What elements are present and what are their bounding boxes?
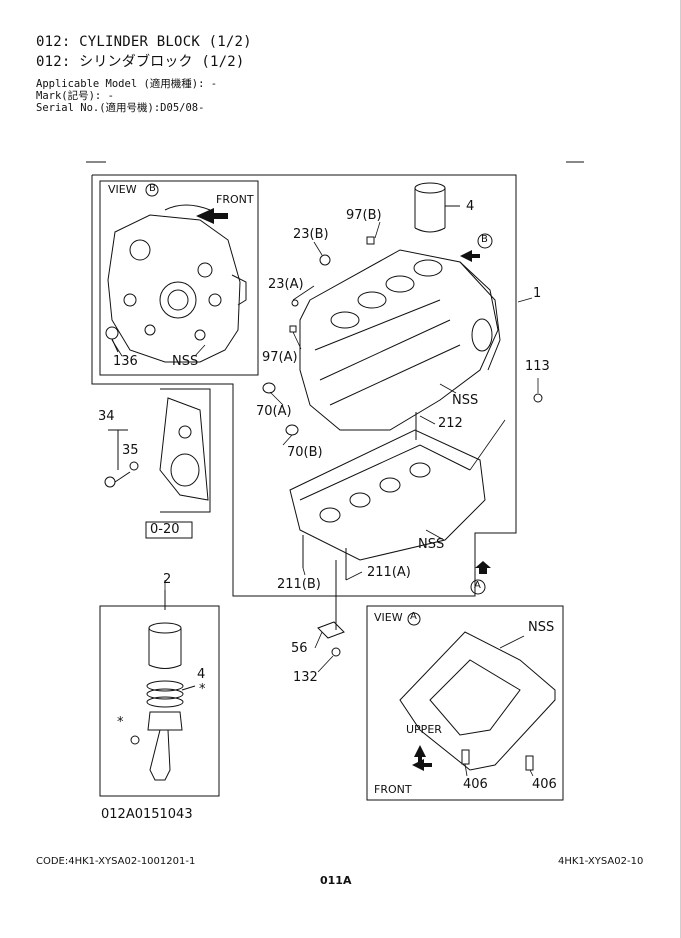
page-title-en: 012: CYLINDER BLOCK (1/2) <box>36 34 252 50</box>
callout-2: 2 <box>163 572 172 587</box>
callout-34: 34 <box>98 409 115 424</box>
callout-132: 132 <box>293 670 318 685</box>
piston-rod-group <box>130 590 196 781</box>
callout-70b: 70(B) <box>287 445 323 460</box>
mark: Mark(記号): - <box>36 90 114 102</box>
callout-406b: 406 <box>532 777 557 792</box>
callout-211b: 211(B) <box>277 577 321 592</box>
front-label-bottom: FRONT <box>374 783 412 796</box>
callout-70a: 70(A) <box>256 404 292 419</box>
callout-406a: 406 <box>463 777 488 792</box>
callout-0-20: 0-20 <box>150 522 180 537</box>
callout-212: 212 <box>438 416 463 431</box>
callout-56: 56 <box>291 641 308 656</box>
nss-label-1: NSS <box>172 354 199 369</box>
front-arrow-icon <box>196 208 228 224</box>
asterisk-1: * <box>199 682 206 697</box>
nss-label-4: NSS <box>528 620 555 635</box>
footer-page-number: 011A <box>320 874 352 887</box>
lower-crankcase <box>289 412 486 580</box>
nss-label-3: NSS <box>418 537 445 552</box>
view-b-letter: B <box>149 183 156 194</box>
view-a-arrow-icon <box>475 561 491 574</box>
asterisk-2: * <box>117 715 124 730</box>
view-a-letter: A <box>410 611 417 622</box>
arrow-a-letter: A <box>474 580 481 591</box>
serial-number: Serial No.(適用号機):D05/08- <box>36 102 205 114</box>
cylinder-liner-4 <box>414 182 460 233</box>
callout-97b: 97(B) <box>346 208 382 223</box>
footer-code: CODE:4HK1-XYSA02-1001201-1 <box>36 856 196 867</box>
gasket <box>104 397 209 501</box>
callout-113: 113 <box>525 359 550 374</box>
view-b-arrow-icon <box>460 250 480 262</box>
footer-reference: 4HK1-XYSA02-10 <box>558 856 644 867</box>
nss-label-2: NSS <box>452 393 479 408</box>
callout-23a: 23(A) <box>268 277 304 292</box>
upper-label: UPPER <box>406 723 442 736</box>
page-title-jp: 012: シリンダブロック (1/2) <box>36 54 245 70</box>
figure-code: 012A0151043 <box>101 807 193 822</box>
callout-136: 136 <box>113 354 138 369</box>
callout-211a: 211(A) <box>367 565 411 580</box>
callout-97a: 97(A) <box>262 350 298 365</box>
upper-front-arrows-icon <box>412 745 432 771</box>
view-a-label: VIEW <box>374 611 403 624</box>
callout-35: 35 <box>122 443 139 458</box>
callout-23b: 23(B) <box>293 227 329 242</box>
cylinder-block <box>299 249 501 431</box>
front-cover-sketch <box>105 204 247 363</box>
view-b-label: VIEW <box>108 183 137 196</box>
oil-pan <box>399 631 556 771</box>
front-label-top: FRONT <box>216 193 254 206</box>
applicable-model: Applicable Model (適用機種): - <box>36 78 218 90</box>
callout-4b: 4 <box>197 667 206 682</box>
arrow-b-letter: B <box>481 234 488 245</box>
callout-1: 1 <box>533 286 542 301</box>
callout-4a: 4 <box>466 199 475 214</box>
